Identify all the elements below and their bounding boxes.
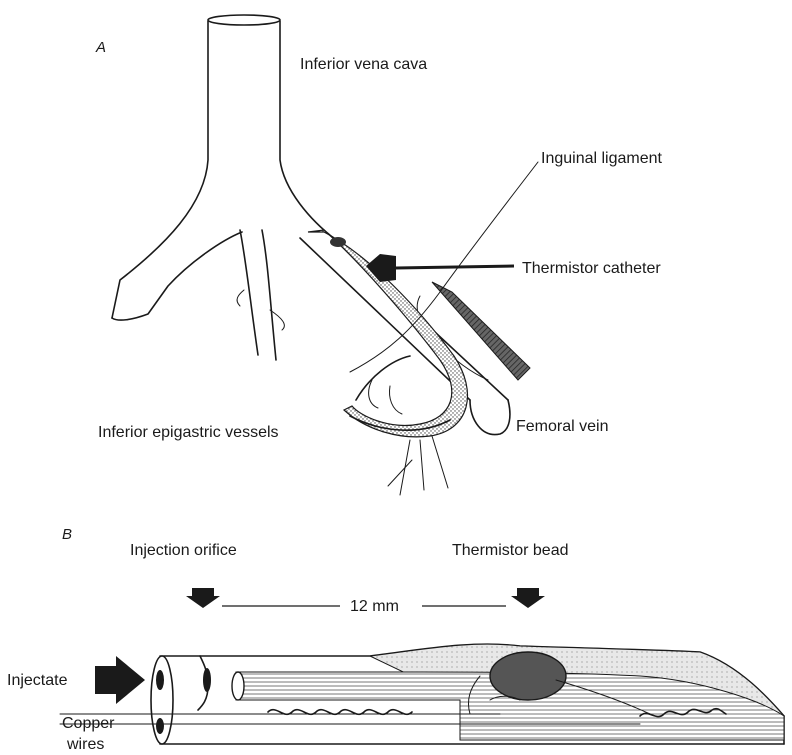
thermistor-bead-shape xyxy=(490,652,566,700)
bead-down-arrow xyxy=(511,588,545,608)
distance-label: 12 mm xyxy=(350,598,399,615)
epigastric-vessels-label: Inferior epigastric vessels xyxy=(98,424,279,441)
panel-b-letter: B xyxy=(62,526,72,543)
orifice-down-arrow xyxy=(186,588,220,608)
panel-a-letter: A xyxy=(95,39,106,56)
thermistor-catheter-label: Thermistor catheter xyxy=(522,260,661,277)
copper-wires-label-line1: Copper xyxy=(62,715,115,732)
thermistor-bead-label: Thermistor bead xyxy=(452,542,569,559)
panel-a: A xyxy=(95,15,663,495)
catheter-pointer-arrow xyxy=(366,254,514,282)
injection-orifice-label: Injection orifice xyxy=(130,542,237,559)
femoral-vein-label: Femoral vein xyxy=(516,418,608,435)
inguinal-ligament-label: Inguinal ligament xyxy=(541,150,663,167)
ivc-label: Inferior vena cava xyxy=(300,56,427,73)
panel-b: B Injection orifice Thermistor bead 12 m… xyxy=(7,526,784,753)
injectate-label: Injectate xyxy=(7,672,68,689)
copper-wires-label-line2: wires xyxy=(66,736,104,753)
injectate-arrow xyxy=(95,656,145,704)
catheter-section-drawing xyxy=(60,644,784,744)
